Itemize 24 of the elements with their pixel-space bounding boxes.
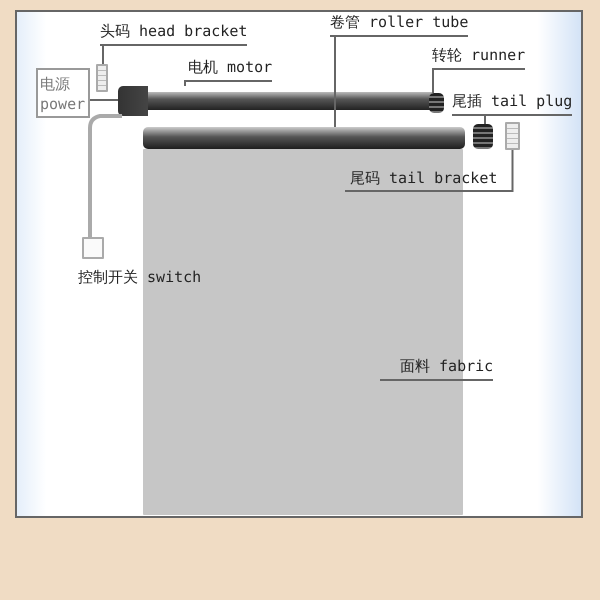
part-label: 控制开关 switch xyxy=(78,268,202,286)
cable xyxy=(90,99,118,101)
leader-line xyxy=(184,80,273,87)
leader-line xyxy=(99,44,248,65)
part-label: 卷管 roller tube xyxy=(330,13,468,33)
tail-plug-drawing xyxy=(473,124,493,149)
runner-drawing xyxy=(429,93,444,113)
part-label: 头码 head bracket xyxy=(100,22,248,42)
part-label: 电机 motor xyxy=(188,58,272,78)
part-label: 尾插 tail plug xyxy=(452,92,572,112)
bracket-drawing xyxy=(505,122,520,150)
leader-line xyxy=(451,114,573,125)
part-label: 尾码 tail bracket xyxy=(350,169,498,189)
cable xyxy=(88,114,122,237)
part-label: 面料 fabric xyxy=(400,357,494,377)
leader-line xyxy=(345,150,514,192)
leader-line xyxy=(329,35,469,128)
leader-line xyxy=(431,68,526,94)
bracket-drawing xyxy=(96,64,108,92)
switch-box xyxy=(82,237,104,259)
part-label: 转轮 runner xyxy=(432,46,526,66)
power-box: 电源 power xyxy=(36,68,90,118)
leader-line xyxy=(380,379,493,381)
roller-bar-drawing xyxy=(143,127,465,149)
